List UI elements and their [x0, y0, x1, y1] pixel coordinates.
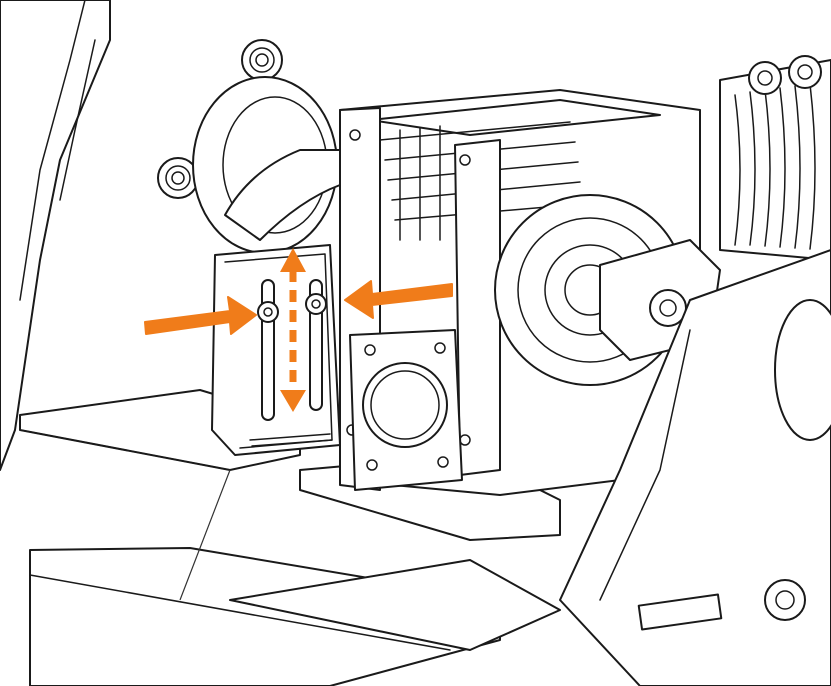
hex-bolt-top-left	[241, 39, 283, 81]
hex-bolt-left	[157, 157, 199, 199]
adjustable-bracket	[211, 244, 341, 456]
push-arrow-right	[144, 296, 257, 335]
input-flange	[349, 329, 463, 491]
support-rod	[179, 469, 231, 601]
hex-bolts-top-right	[748, 55, 822, 95]
motor-cap	[192, 76, 346, 254]
adjust-arrow-vertical	[280, 248, 306, 412]
left-frame-arm	[0, 0, 111, 471]
lower-crossbar	[29, 547, 561, 686]
push-arrow-left	[344, 280, 453, 319]
right-frame-plate	[559, 249, 831, 686]
